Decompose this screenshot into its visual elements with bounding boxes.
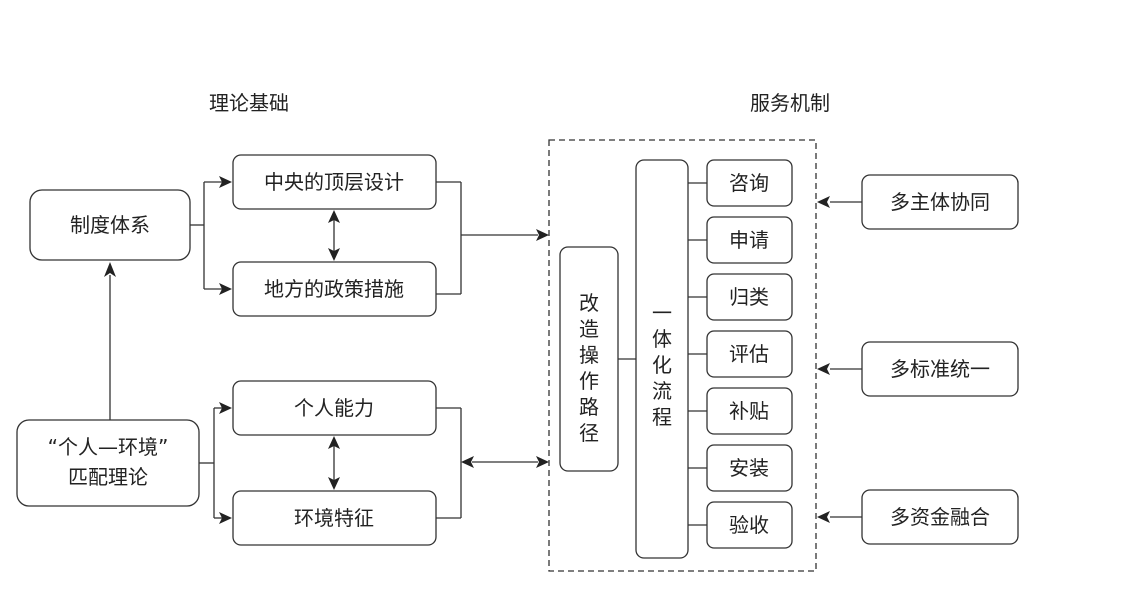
heading-service: 服务机制 xyxy=(750,91,830,115)
node-central-label: 中央的顶层设计 xyxy=(264,170,404,194)
step-box xyxy=(706,444,793,492)
arrow-head-to-service xyxy=(536,229,549,241)
step-apply-label: 申请 xyxy=(729,228,769,252)
node-integrated-process: 一 体 化 流 程 xyxy=(635,159,689,559)
node-ability: 个人能力 xyxy=(232,380,437,436)
connector-institution-bracket xyxy=(190,176,232,295)
arrow-head-to-service-2 xyxy=(536,456,549,468)
node-multi-standard-unification: 多标准统一 xyxy=(817,341,1019,397)
step-accept-label: 验收 xyxy=(729,513,769,537)
flow-char-4: 程 xyxy=(652,405,672,429)
flow-char-1: 体 xyxy=(652,327,672,351)
arrow-head-to-central xyxy=(219,176,232,188)
support-label-0: 多主体协同 xyxy=(890,190,990,214)
service-mechanism-frame xyxy=(548,139,817,572)
path-char-3: 作 xyxy=(579,369,599,393)
step-box xyxy=(706,387,793,435)
double-arrow-ability-environment xyxy=(328,436,340,490)
node-environment-label: 环境特征 xyxy=(294,506,374,530)
flow-char-2: 化 xyxy=(652,353,672,377)
step-box xyxy=(706,216,793,264)
connector-match-to-service xyxy=(436,407,549,519)
heading-theory: 理论基础 xyxy=(209,91,289,115)
path-char-2: 操 xyxy=(579,343,599,367)
path-char-5: 径 xyxy=(579,421,599,445)
step-classify-label: 归类 xyxy=(729,285,769,309)
step-install-label: 安装 xyxy=(729,456,769,480)
step-box xyxy=(706,273,793,321)
path-char-4: 路 xyxy=(579,395,599,419)
flow-char-3: 流 xyxy=(652,379,672,403)
path-char-1: 造 xyxy=(579,317,599,341)
arrow-head-to-local xyxy=(219,283,232,295)
step-consult-label: 咨询 xyxy=(729,171,769,195)
step-box xyxy=(706,159,793,207)
support-label-1: 多标准统一 xyxy=(890,357,990,381)
node-local: 地方的政策措施 xyxy=(232,261,437,317)
node-central: 中央的顶层设计 xyxy=(232,154,437,210)
step-box xyxy=(706,501,793,549)
arrow-head-to-ability xyxy=(219,402,232,414)
support-label-2: 多资金融合 xyxy=(890,505,990,529)
connector-match-bracket xyxy=(199,402,232,524)
double-arrow-central-local xyxy=(328,210,340,261)
arrow-head-to-environment xyxy=(219,512,232,524)
node-environment: 环境特征 xyxy=(232,490,437,546)
node-local-label: 地方的政策措施 xyxy=(264,277,404,301)
node-institution-label: 制度体系 xyxy=(70,213,150,237)
connector-theory-to-service xyxy=(436,181,549,295)
node-match-label-line1: “个人—环境” xyxy=(48,435,169,459)
node-ability-label: 个人能力 xyxy=(294,396,374,420)
process-steps: 咨询 申请 归类 评估 补贴 安装 验收 xyxy=(688,159,793,549)
arrow-match-to-institution xyxy=(104,262,116,420)
path-char-0: 改 xyxy=(579,291,599,315)
node-person-environment-match: “个人—环境” 匹配理论 xyxy=(16,419,200,507)
node-institution: 制度体系 xyxy=(29,189,191,261)
step-subsidy-label: 补贴 xyxy=(729,399,769,423)
step-assess-label: 评估 xyxy=(729,342,769,366)
arrow-head-back-to-match xyxy=(461,456,474,468)
node-match-label-line2: 匹配理论 xyxy=(68,465,148,489)
node-multi-subject-coordination: 多主体协同 xyxy=(817,174,1019,230)
flow-char-0: 一 xyxy=(652,301,672,325)
node-multi-fund-integration: 多资金融合 xyxy=(817,489,1019,545)
node-renovation-path: 改 造 操 作 路 径 xyxy=(559,246,619,472)
step-box xyxy=(706,330,793,378)
